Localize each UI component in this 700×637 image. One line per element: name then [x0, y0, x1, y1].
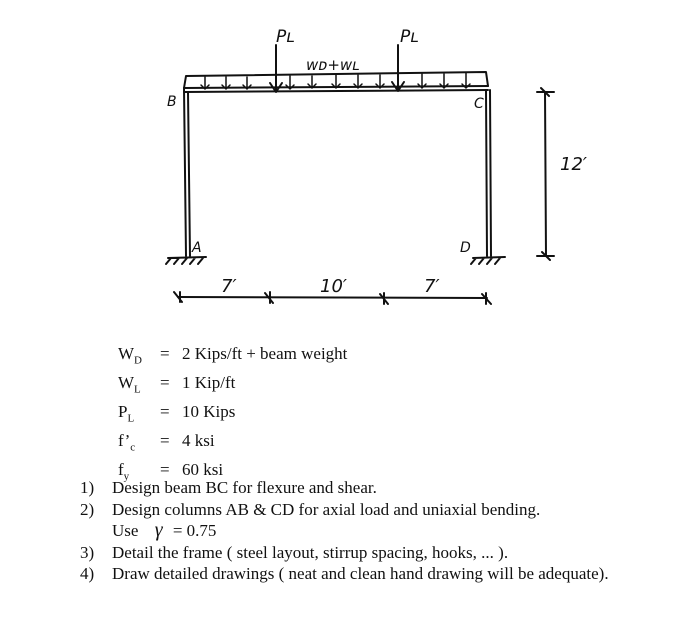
node-a-label: A: [191, 240, 202, 256]
point-load-left-label: Pʟ: [276, 27, 295, 47]
given-symbol: PL: [118, 401, 135, 425]
node-c-label: C: [474, 96, 484, 112]
node-d-label: D: [460, 240, 471, 256]
distributed-load-arrows: [200, 72, 471, 90]
support-d: [470, 256, 506, 265]
given-values: WD = 2 Kips/ft + beam weight WL = 1 Kip/…: [118, 343, 347, 487]
span-middle-label: 10′: [320, 276, 347, 297]
task-item: 2) Design columns AB & CD for axial load…: [80, 499, 680, 521]
equals-sign: =: [160, 344, 170, 363]
given-wl: WL = 1 Kip/ft: [118, 372, 347, 401]
given-symbol: fy: [118, 459, 130, 482]
given-value: 1 Kip/ft: [182, 372, 236, 392]
given-value: 60 ksi: [182, 459, 224, 479]
given-symbol: f’c: [118, 430, 136, 454]
column-cd: [485, 89, 492, 257]
task-number: 2): [80, 499, 95, 519]
point-load-right-arrow: [391, 44, 405, 92]
span-dimension-line: [177, 296, 488, 299]
task-number: 3): [80, 542, 95, 562]
column-ab: [183, 87, 191, 257]
span-dimension-ticks: [173, 291, 492, 305]
given-fc: f’c = 4 ksi: [118, 430, 347, 459]
span-right-label: 7′: [424, 276, 440, 297]
frame-drawing: Pʟ Pʟ wᴅ+wʟ B C A D 12′ 7′ 10′ 7′: [165, 27, 587, 305]
task-number: 4): [80, 564, 95, 583]
task-list: 1) Design beam BC for flexure and shear.…: [80, 477, 680, 585]
task-text: Design beam BC for flexure and shear.: [112, 478, 377, 497]
equals-sign: =: [160, 459, 170, 479]
task-item: 4) Draw detailed drawings ( neat and cle…: [80, 563, 680, 585]
given-value: 10 Kips: [182, 401, 236, 421]
node-b-label: B: [167, 94, 177, 110]
task-text: Draw detailed drawings ( neat and clean …: [112, 564, 609, 583]
gamma-line: Use γ = 0.75: [80, 519, 680, 542]
equals-sign: =: [160, 430, 170, 450]
point-load-right-label: Pʟ: [400, 27, 419, 47]
distributed-load-block: [183, 71, 489, 89]
given-fy: fy = 60 ksi: [118, 459, 347, 488]
given-symbol: WL: [118, 372, 141, 396]
given-wd: WD = 2 Kips/ft + beam weight: [118, 343, 347, 372]
task-text: Detail the frame ( steel layout, stirrup…: [112, 542, 509, 562]
given-symbol: WD: [118, 344, 142, 367]
given-pl: PL = 10 Kips: [118, 401, 347, 430]
gamma-symbol: γ: [154, 519, 163, 541]
equals-sign: =: [160, 372, 170, 392]
gamma-use: Use: [112, 521, 139, 540]
equals-sign: =: [160, 401, 170, 421]
task-number: 1): [80, 478, 95, 497]
task-item: 3) Detail the frame ( steel layout, stir…: [80, 542, 680, 564]
support-a: [165, 256, 207, 265]
gamma-value: = 0.75: [172, 521, 217, 540]
given-value: 4 ksi: [182, 430, 215, 450]
task-item: 1) Design beam BC for flexure and shear.: [80, 477, 680, 499]
task-text: Design columns AB & CD for axial load an…: [112, 499, 541, 519]
point-load-left-arrow: [269, 44, 283, 93]
height-dimension: [536, 87, 555, 261]
span-left-label: 7′: [221, 276, 237, 297]
height-label: 12′: [560, 154, 587, 175]
distributed-load-label: wᴅ+wʟ: [306, 56, 360, 74]
given-value: 2 Kips/ft + beam weight: [182, 344, 348, 363]
